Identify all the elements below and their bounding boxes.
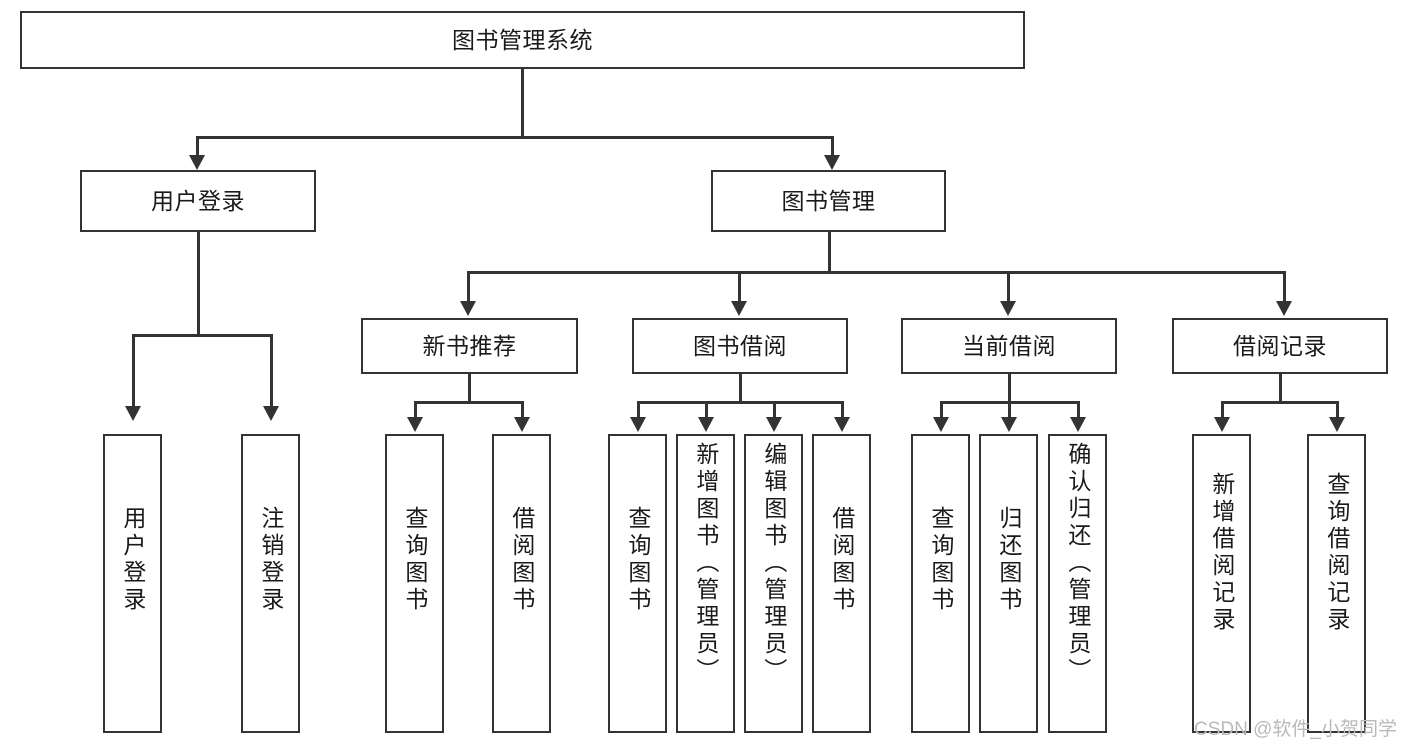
node-user-login[interactable]: 用户登录 bbox=[80, 170, 316, 232]
connector-user-login-bar bbox=[133, 334, 272, 337]
connector-user-login-to-leaf-1 bbox=[132, 334, 135, 408]
connector-book-borrow-to-leaf-1 bbox=[637, 401, 640, 419]
connector-borrow-record-stem bbox=[1279, 374, 1282, 402]
leaf-label: 确认归还（管理员） bbox=[1064, 442, 1091, 685]
connector-root-to-user-login bbox=[196, 136, 199, 158]
leaf-add-borrow-record[interactable]: 新增借阅记录 bbox=[1192, 434, 1251, 733]
leaf-user-login[interactable]: 用户登录 bbox=[103, 434, 162, 733]
leaf-label: 归还图书 bbox=[995, 506, 1022, 614]
node-book-borrow[interactable]: 图书借阅 bbox=[632, 318, 848, 374]
node-label: 借阅记录 bbox=[1233, 332, 1327, 359]
connector-root-to-book-manage bbox=[831, 136, 834, 158]
connector-current-borrow-to-leaf-1 bbox=[940, 401, 943, 419]
leaf-return-book[interactable]: 归还图书 bbox=[979, 434, 1038, 733]
leaf-confirm-return-admin[interactable]: 确认归还（管理员） bbox=[1048, 434, 1107, 733]
arrow-current-borrow-to-leaf-1 bbox=[933, 417, 949, 432]
leaf-borrow-book[interactable]: 借阅图书 bbox=[812, 434, 871, 733]
connector-new-book-bar bbox=[415, 401, 523, 404]
node-root-system[interactable]: 图书管理系统 bbox=[20, 11, 1025, 69]
connector-book-borrow-bar bbox=[638, 401, 842, 404]
leaf-label: 借阅图书 bbox=[828, 506, 855, 614]
leaf-query-book-borrow[interactable]: 查询图书 bbox=[608, 434, 667, 733]
connector-new-book-stem bbox=[468, 374, 471, 402]
leaf-label: 查询图书 bbox=[927, 506, 954, 614]
leaf-query-book-recommend[interactable]: 查询图书 bbox=[385, 434, 444, 733]
connector-book-borrow-to-leaf-4 bbox=[841, 401, 844, 419]
connector-current-borrow-stem bbox=[1008, 374, 1011, 402]
node-current-borrow[interactable]: 当前借阅 bbox=[901, 318, 1117, 374]
connector-book-manage-stem bbox=[828, 232, 831, 272]
leaf-label: 查询图书 bbox=[624, 506, 651, 614]
connector-book-borrow-to-leaf-2 bbox=[705, 401, 708, 419]
connector-new-book-to-leaf-1 bbox=[414, 401, 417, 419]
connector-book-manage-to-child-2 bbox=[738, 271, 741, 303]
connector-root-bar bbox=[197, 136, 834, 139]
leaf-label: 编辑图书（管理员） bbox=[760, 442, 787, 685]
node-label: 用户登录 bbox=[151, 187, 245, 214]
leaf-query-book-current[interactable]: 查询图书 bbox=[911, 434, 970, 733]
node-book-management[interactable]: 图书管理 bbox=[711, 170, 946, 232]
connector-book-manage-to-child-4 bbox=[1283, 271, 1286, 303]
arrow-borrow-record-to-leaf-2 bbox=[1329, 417, 1345, 432]
leaf-label: 用户登录 bbox=[119, 506, 146, 614]
leaf-edit-book-admin[interactable]: 编辑图书（管理员） bbox=[744, 434, 803, 733]
node-new-book-recommend[interactable]: 新书推荐 bbox=[361, 318, 578, 374]
arrow-book-manage-to-child-2 bbox=[731, 301, 747, 316]
connector-book-manage-to-child-1 bbox=[467, 271, 470, 303]
leaf-query-borrow-record[interactable]: 查询借阅记录 bbox=[1307, 434, 1366, 733]
leaf-label: 注销登录 bbox=[257, 506, 284, 614]
node-borrow-record[interactable]: 借阅记录 bbox=[1172, 318, 1388, 374]
arrow-current-borrow-to-leaf-2 bbox=[1001, 417, 1017, 432]
connector-book-borrow-to-leaf-3 bbox=[773, 401, 776, 419]
arrow-book-manage-to-child-4 bbox=[1276, 301, 1292, 316]
arrow-book-borrow-to-leaf-1 bbox=[630, 417, 646, 432]
connector-current-borrow-to-leaf-3 bbox=[1077, 401, 1080, 419]
arrow-root-to-user-login bbox=[189, 155, 205, 170]
connector-current-borrow-to-leaf-2 bbox=[1008, 401, 1011, 419]
arrow-current-borrow-to-leaf-3 bbox=[1070, 417, 1086, 432]
arrow-book-borrow-to-leaf-3 bbox=[766, 417, 782, 432]
connector-user-login-to-leaf-2 bbox=[270, 334, 273, 408]
leaf-label: 借阅图书 bbox=[508, 506, 535, 614]
connector-book-borrow-stem bbox=[739, 374, 742, 402]
arrow-book-manage-to-child-1 bbox=[460, 301, 476, 316]
leaf-borrow-book-recommend[interactable]: 借阅图书 bbox=[492, 434, 551, 733]
leaf-label: 查询图书 bbox=[401, 506, 428, 614]
node-label: 新书推荐 bbox=[422, 332, 517, 359]
arrow-borrow-record-to-leaf-1 bbox=[1214, 417, 1230, 432]
node-label: 当前借阅 bbox=[962, 332, 1056, 359]
connector-borrow-record-to-leaf-2 bbox=[1336, 401, 1339, 419]
connector-user-login-stem bbox=[197, 232, 200, 335]
arrow-book-borrow-to-leaf-2 bbox=[698, 417, 714, 432]
leaf-add-book-admin[interactable]: 新增图书（管理员） bbox=[676, 434, 735, 733]
node-label: 图书管理 bbox=[781, 187, 876, 214]
arrow-user-login-to-leaf-2 bbox=[263, 406, 279, 421]
arrow-root-to-book-manage bbox=[824, 155, 840, 170]
connector-book-manage-to-child-3 bbox=[1007, 271, 1010, 303]
connector-new-book-to-leaf-2 bbox=[521, 401, 524, 419]
connector-borrow-record-to-leaf-1 bbox=[1221, 401, 1224, 419]
arrow-book-manage-to-child-3 bbox=[1000, 301, 1016, 316]
arrow-new-book-to-leaf-1 bbox=[407, 417, 423, 432]
node-label: 图书管理系统 bbox=[452, 26, 593, 53]
node-label: 图书借阅 bbox=[693, 332, 787, 359]
leaf-logout[interactable]: 注销登录 bbox=[241, 434, 300, 733]
leaf-label: 新增借阅记录 bbox=[1208, 472, 1235, 634]
arrow-user-login-to-leaf-1 bbox=[125, 406, 141, 421]
leaf-label: 新增图书（管理员） bbox=[692, 442, 719, 685]
connector-book-manage-bar bbox=[468, 271, 1285, 274]
leaf-label: 查询借阅记录 bbox=[1323, 472, 1350, 634]
connector-borrow-record-bar bbox=[1222, 401, 1338, 404]
arrow-book-borrow-to-leaf-4 bbox=[834, 417, 850, 432]
connector-root-stem bbox=[521, 69, 524, 137]
arrow-new-book-to-leaf-2 bbox=[514, 417, 530, 432]
